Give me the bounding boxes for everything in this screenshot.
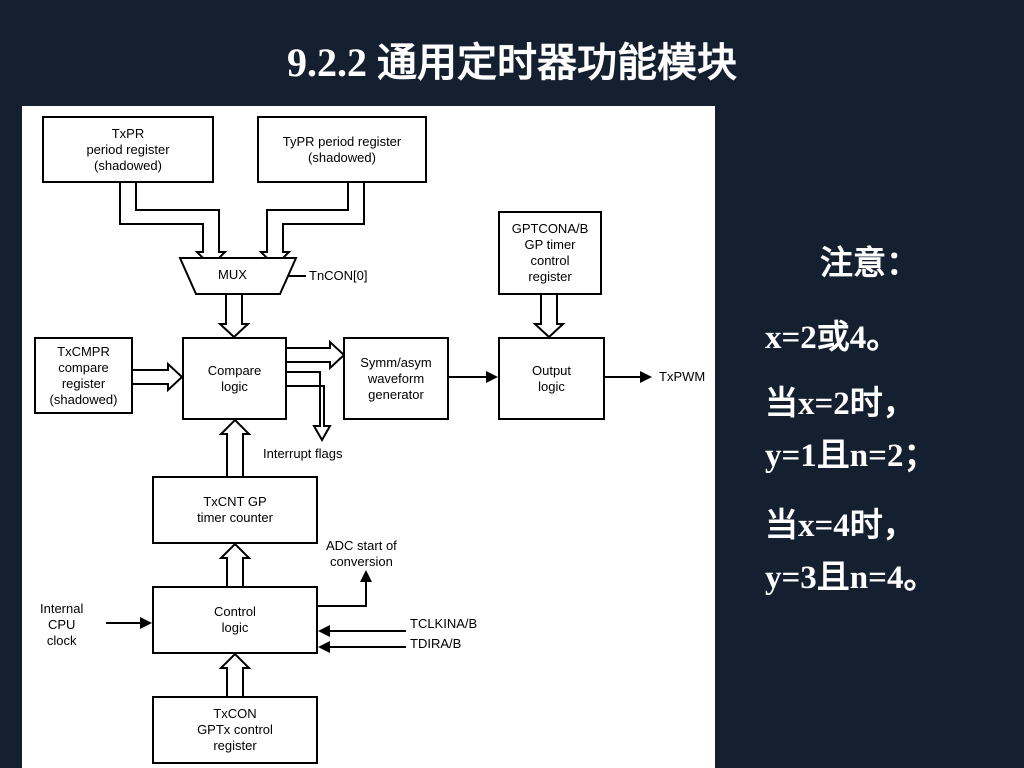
txcmpr-to-compare-arrow — [132, 361, 184, 393]
gptcon-box: GPTCONA/B GP timer control register — [498, 211, 602, 295]
adc-line — [318, 580, 367, 607]
adc-arrowhead — [360, 570, 372, 582]
symm-to-output-arrowhead — [486, 371, 498, 383]
cpu-clock-arrowhead — [140, 617, 152, 629]
compare-logic-box: Compare logic — [182, 337, 287, 420]
txcon-box: TxCON GPTx control register — [152, 696, 318, 764]
compare-to-symm-arrow — [286, 339, 346, 371]
tdir-arrowhead — [318, 641, 330, 653]
typr-box: TyPR period register (shadowed) — [257, 116, 427, 183]
output-logic-box: Output logic — [498, 337, 605, 420]
mux-shape — [178, 257, 298, 295]
timer-counter-box: TxCNT GP timer counter — [152, 476, 318, 544]
waveform-generator-box: Symm/asym waveform generator — [343, 337, 449, 420]
notes-heading: 注意： — [820, 246, 919, 282]
gptcon-to-output-arrow — [532, 294, 566, 339]
notes-line-3: y=1且n=2； — [765, 438, 937, 474]
typr-to-mux-arrow — [258, 182, 365, 268]
counter-to-compare-arrow — [218, 418, 252, 476]
adc-label: ADC start of conversion — [326, 538, 397, 569]
notes-line-2: 当x=2时， — [765, 386, 916, 422]
txcmpr-box: TxCMPR compare register (shadowed) — [34, 337, 133, 414]
notes-line-5: y=3且n=4。 — [765, 560, 937, 596]
txpr-to-mux-arrow — [119, 182, 228, 268]
tclkin-label: TCLKINA/B — [410, 616, 478, 631]
diagram-connectors — [106, 182, 652, 696]
interrupt-flags-arrow — [286, 371, 332, 443]
txcon-to-control-arrow — [218, 652, 252, 696]
interrupt-flags-label: Interrupt flags — [263, 446, 343, 461]
output-to-pwm-arrowhead — [640, 371, 652, 383]
txpwm-label: TxPWM — [659, 369, 706, 384]
cpu-clock-label: Internal CPU clock — [40, 601, 84, 648]
mux-to-compare-arrow — [217, 292, 251, 339]
timer-block-diagram: TxPR period register (shadowed) TyPR per… — [22, 106, 715, 768]
notes-line-4: 当x=4时， — [765, 508, 916, 544]
txpr-box: TxPR period register (shadowed) — [42, 116, 214, 183]
tncon-label: TnCON[0] — [309, 268, 368, 283]
notes-line-1: x=2或4。 — [765, 320, 900, 356]
mux-label: MUX — [218, 267, 247, 282]
slide-title: 9.2.2 通用定时器功能模块 — [287, 40, 737, 85]
control-logic-box: Control logic — [152, 586, 318, 654]
tclkin-arrowhead — [318, 625, 330, 637]
control-to-counter-arrow — [218, 542, 252, 586]
tdir-label: TDIRA/B — [410, 636, 462, 651]
